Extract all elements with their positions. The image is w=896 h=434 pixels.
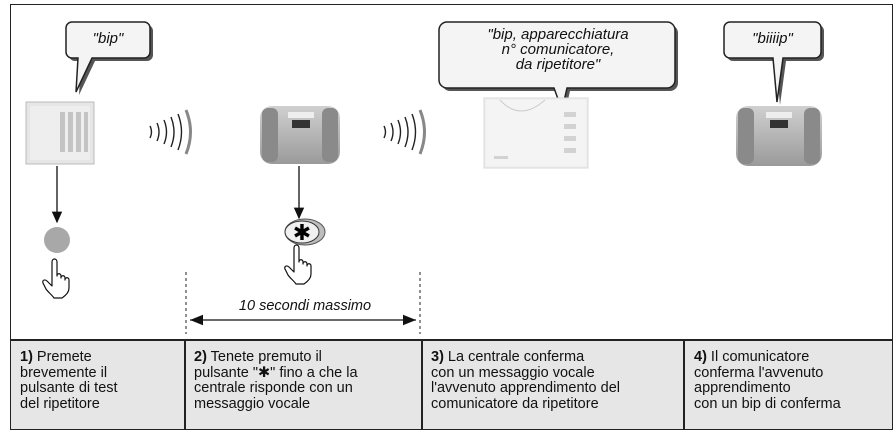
step-1-text: Premete brevemente il pulsante di test d… [20, 349, 118, 412]
control-panel-device [736, 106, 822, 166]
step-4-text: Il comunicatore conferma l'avvenuto appr… [694, 349, 841, 412]
step-3-number: 3) [431, 349, 444, 365]
speech-bubble-2 [438, 21, 678, 113]
speech-bubble-1 [65, 21, 153, 95]
band-divider [11, 339, 892, 341]
column-separator [184, 340, 186, 429]
step-3: 3) La centrale conferma con un messaggio… [431, 349, 681, 412]
step-3-text: La centrale conferma con un messaggio vo… [431, 349, 620, 412]
step-1-number: 1) [20, 349, 33, 365]
duration-label: 10 secondi massimo [238, 298, 372, 314]
test-button [44, 227, 70, 253]
speech-bubble-1-text: "bip" [92, 30, 124, 47]
steps-band [11, 340, 892, 429]
repeater-device [25, 101, 95, 165]
speech-bubble-3-text: "biiiip" [752, 30, 793, 47]
step-2-number: 2) [194, 349, 207, 365]
communicator-device [483, 97, 589, 169]
radio-waves-icon [149, 109, 192, 155]
column-separator [683, 340, 685, 429]
column-separator [421, 340, 423, 429]
control-panel-device [260, 106, 340, 164]
step-2-text: Tenete premuto il pulsante "✱" fino a ch… [194, 349, 358, 412]
step-1: 1) Premete brevemente il pulsante di tes… [20, 349, 180, 412]
step-4-number: 4) [694, 349, 707, 365]
star-button [284, 218, 326, 246]
step-4: 4) Il comunicatore conferma l'avvenuto a… [694, 349, 890, 412]
button-press-hand-icon [42, 258, 70, 299]
star-symbol: ✱ [293, 221, 311, 246]
speech-bubble-3 [723, 21, 824, 105]
button-press-hand-icon [284, 244, 312, 285]
speech-bubble-2-text: "bip, apparecchiatura n° comunicatore, d… [487, 26, 629, 73]
step-2: 2) Tenete premuto il pulsante "✱" fino a… [194, 349, 420, 412]
radio-waves-icon [383, 109, 426, 155]
